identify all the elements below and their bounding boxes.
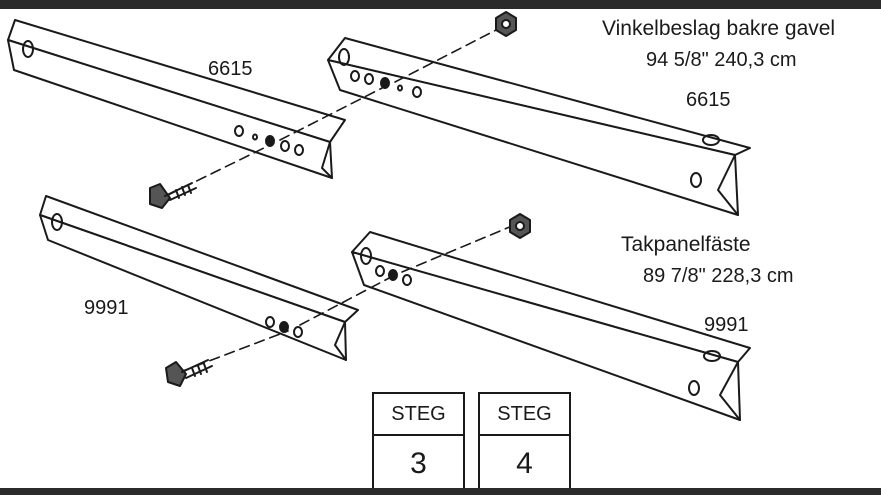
bracket-9991-right (351, 231, 751, 421)
bolt-icon (149, 182, 197, 209)
bolt-icon (165, 359, 213, 387)
bracket-9991-left (39, 195, 359, 361)
bracket-6615-left (7, 19, 346, 179)
step-box-4: STEG 4 (478, 392, 571, 492)
step-number: 3 (410, 447, 427, 480)
nut-icon (495, 11, 517, 37)
part-number-9991-left: 9991 (84, 297, 129, 319)
takpanelfaste-title: Takpanelfäste (621, 233, 751, 256)
part-number-6615-right: 6615 (686, 89, 731, 111)
step-label: STEG (374, 394, 463, 436)
bracket-6615-right (327, 37, 751, 216)
step-box-3: STEG 3 (372, 392, 465, 492)
part-number-9991-right: 9991 (704, 314, 749, 336)
nut-icon (509, 213, 531, 239)
vinkelbeslag-title: Vinkelbeslag bakre gavel (602, 17, 836, 40)
step-label: STEG (480, 394, 569, 436)
step-number: 4 (516, 447, 533, 480)
top-border (0, 0, 881, 9)
vinkelbeslag-size: 94 5/8" 240,3 cm (646, 49, 797, 71)
takpanelfaste-size: 89 7/8" 228,3 cm (643, 265, 794, 287)
bottom-border (0, 488, 881, 495)
part-number-6615-left: 6615 (208, 58, 253, 80)
step-boxes: STEG 3 STEG 4 (372, 392, 571, 492)
